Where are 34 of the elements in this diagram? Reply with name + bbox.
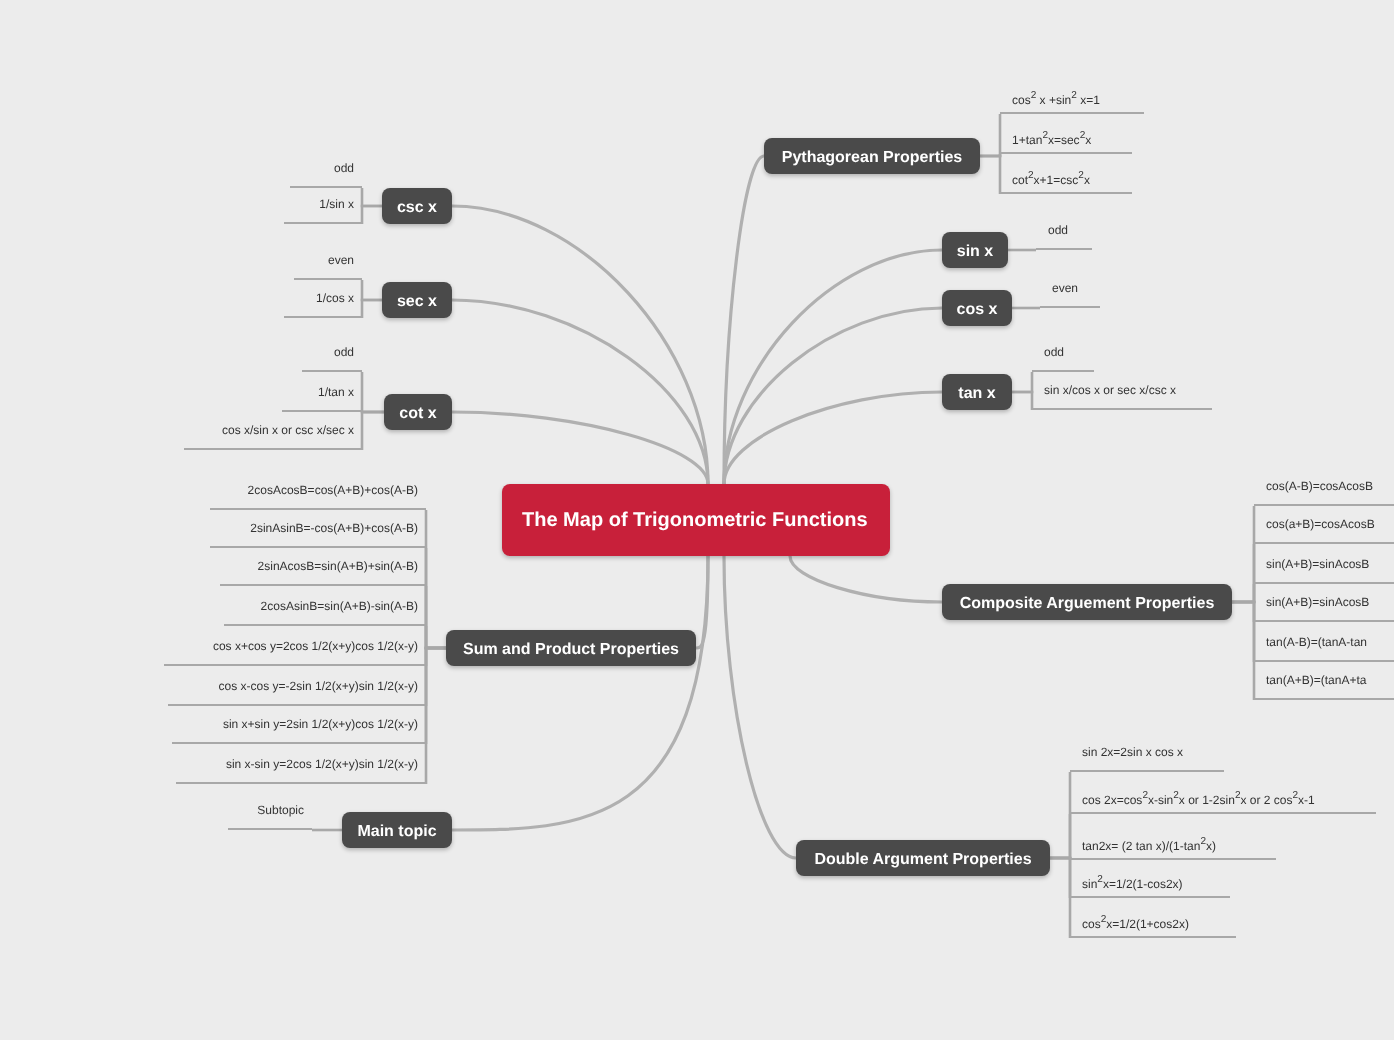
topic-box: Composite Arguement Properties (942, 584, 1232, 620)
connector-line (452, 555, 710, 832)
topic-box: tan x (942, 374, 1012, 410)
connector-line (722, 306, 943, 485)
connector-line (695, 556, 710, 650)
topic-box: Main topic (342, 812, 452, 848)
central-topic: The Map of Trigonometric Functions (502, 484, 890, 556)
connector-line (722, 154, 765, 484)
topic-box: sin x (942, 232, 1008, 268)
connector-line (360, 410, 384, 450)
topic-box: Sum and Product Properties (446, 630, 696, 666)
topic-box: cos x (942, 290, 1012, 326)
connector-line (360, 204, 382, 224)
connector-line (788, 555, 943, 604)
connector-line (1012, 306, 1042, 310)
connector-line (310, 828, 342, 832)
topic-box: csc x (382, 188, 452, 224)
connector-line (722, 248, 943, 485)
connector-line (1232, 600, 1256, 700)
connector-line (1012, 390, 1034, 410)
topic-box: cot x (384, 394, 452, 430)
connector-line (1050, 856, 1072, 938)
connector-line (722, 555, 797, 860)
topic-box: Double Argument Properties (796, 840, 1050, 876)
connector-line (980, 154, 1002, 194)
connector-line (722, 390, 943, 485)
connector-line (451, 204, 710, 485)
connector-line (1008, 248, 1038, 252)
connector-line (451, 298, 710, 485)
connector-line (451, 410, 710, 485)
topic-box: sec x (382, 282, 452, 318)
topic-box: Pythagorean Properties (764, 138, 980, 174)
connector-line (424, 646, 446, 784)
connector-line (360, 298, 382, 318)
